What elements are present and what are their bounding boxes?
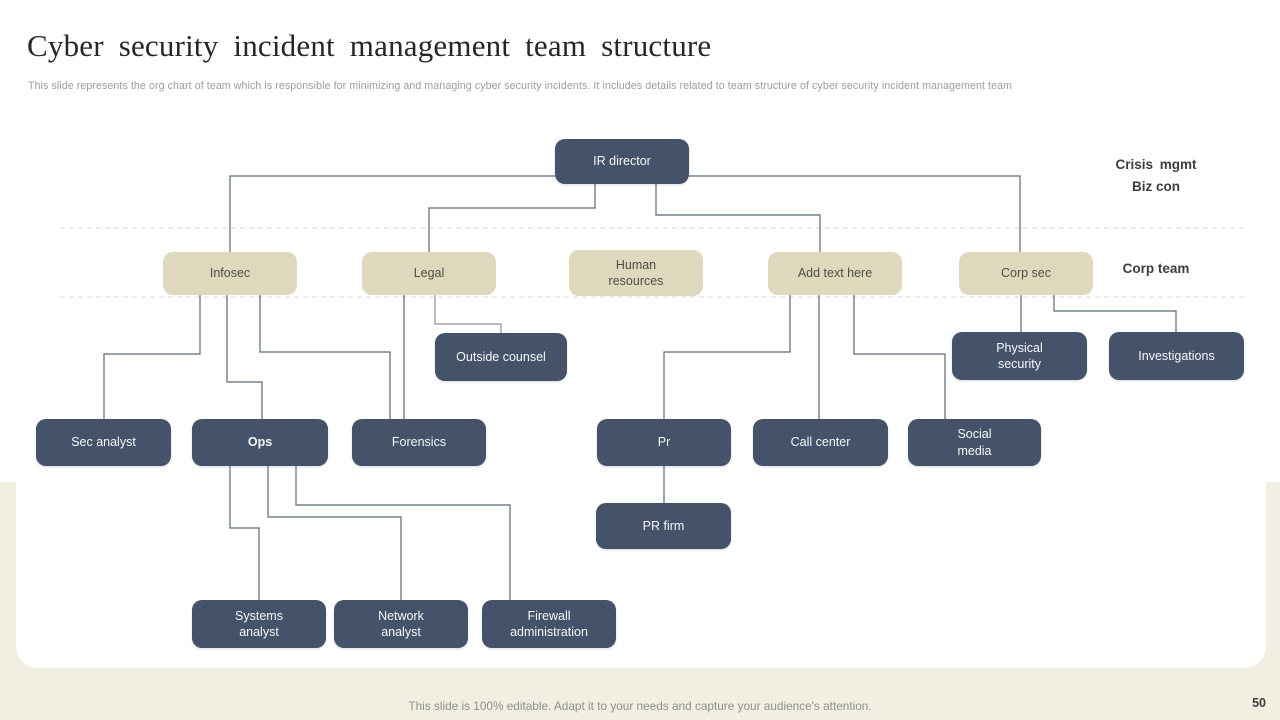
node-label: Network analyst [378,608,424,639]
node-add-text-here[interactable]: Add text here [768,252,902,295]
node-label: Add text here [797,266,873,281]
node-outside-counsel[interactable]: Outside counsel [435,333,567,381]
node-label: Systems analyst [235,608,283,639]
node-sec-analyst[interactable]: Sec analyst [36,419,171,466]
node-label: Human resources [608,257,664,288]
node-systems-analyst[interactable]: Systems analyst [192,600,326,648]
node-label: Legal [413,266,445,281]
node-label: Pr [657,435,671,450]
node-ir-director[interactable]: IR director [555,139,689,184]
node-pr-firm[interactable]: PR firm [596,503,731,549]
page-number: 50 [1252,696,1266,710]
node-social-media[interactable]: Social media [908,419,1041,466]
node-label: Sec analyst [71,435,136,450]
annotation-corp-team: Corp team [1122,261,1190,276]
node-ops[interactable]: Ops [192,419,328,466]
node-network-analyst[interactable]: Network analyst [334,600,468,648]
node-forensics[interactable]: Forensics [352,419,486,466]
annotation-biz-con: Biz con [1131,179,1180,194]
node-label: Investigations [1138,348,1215,363]
node-corp-sec[interactable]: Corp sec [959,252,1093,295]
node-label: Outside counsel [456,349,546,364]
node-label: Infosec [209,266,251,281]
annotation-crisis-mgmt: Crisis mgmt [1115,157,1197,172]
page-title: Cyber security incident management team … [27,28,712,63]
node-label: Physical security [996,340,1043,371]
node-label: Social media [957,427,992,458]
node-call-center[interactable]: Call center [753,419,888,466]
connector-lines [103,175,1177,600]
node-label: Corp sec [1000,266,1052,281]
footer-note: This slide is 100% editable. Adapt it to… [408,699,872,713]
node-label: Firewall administration [510,608,588,639]
node-human-resources[interactable]: Human resources [569,250,703,296]
node-investigations[interactable]: Investigations [1109,332,1244,380]
node-label: Forensics [391,435,447,450]
node-label: IR director [593,154,651,169]
page-subtitle: This slide represents the org chart of t… [28,80,1013,92]
node-label: PR firm [642,518,685,533]
node-label: Ops [247,435,273,450]
node-legal[interactable]: Legal [362,252,496,295]
node-physical-security[interactable]: Physical security [952,332,1087,380]
node-firewall-administration[interactable]: Firewall administration [482,600,616,648]
node-label: Call center [790,435,851,450]
node-pr[interactable]: Pr [597,419,731,466]
node-infosec[interactable]: Infosec [163,252,297,295]
connector-line-outside-counsel [434,295,502,333]
